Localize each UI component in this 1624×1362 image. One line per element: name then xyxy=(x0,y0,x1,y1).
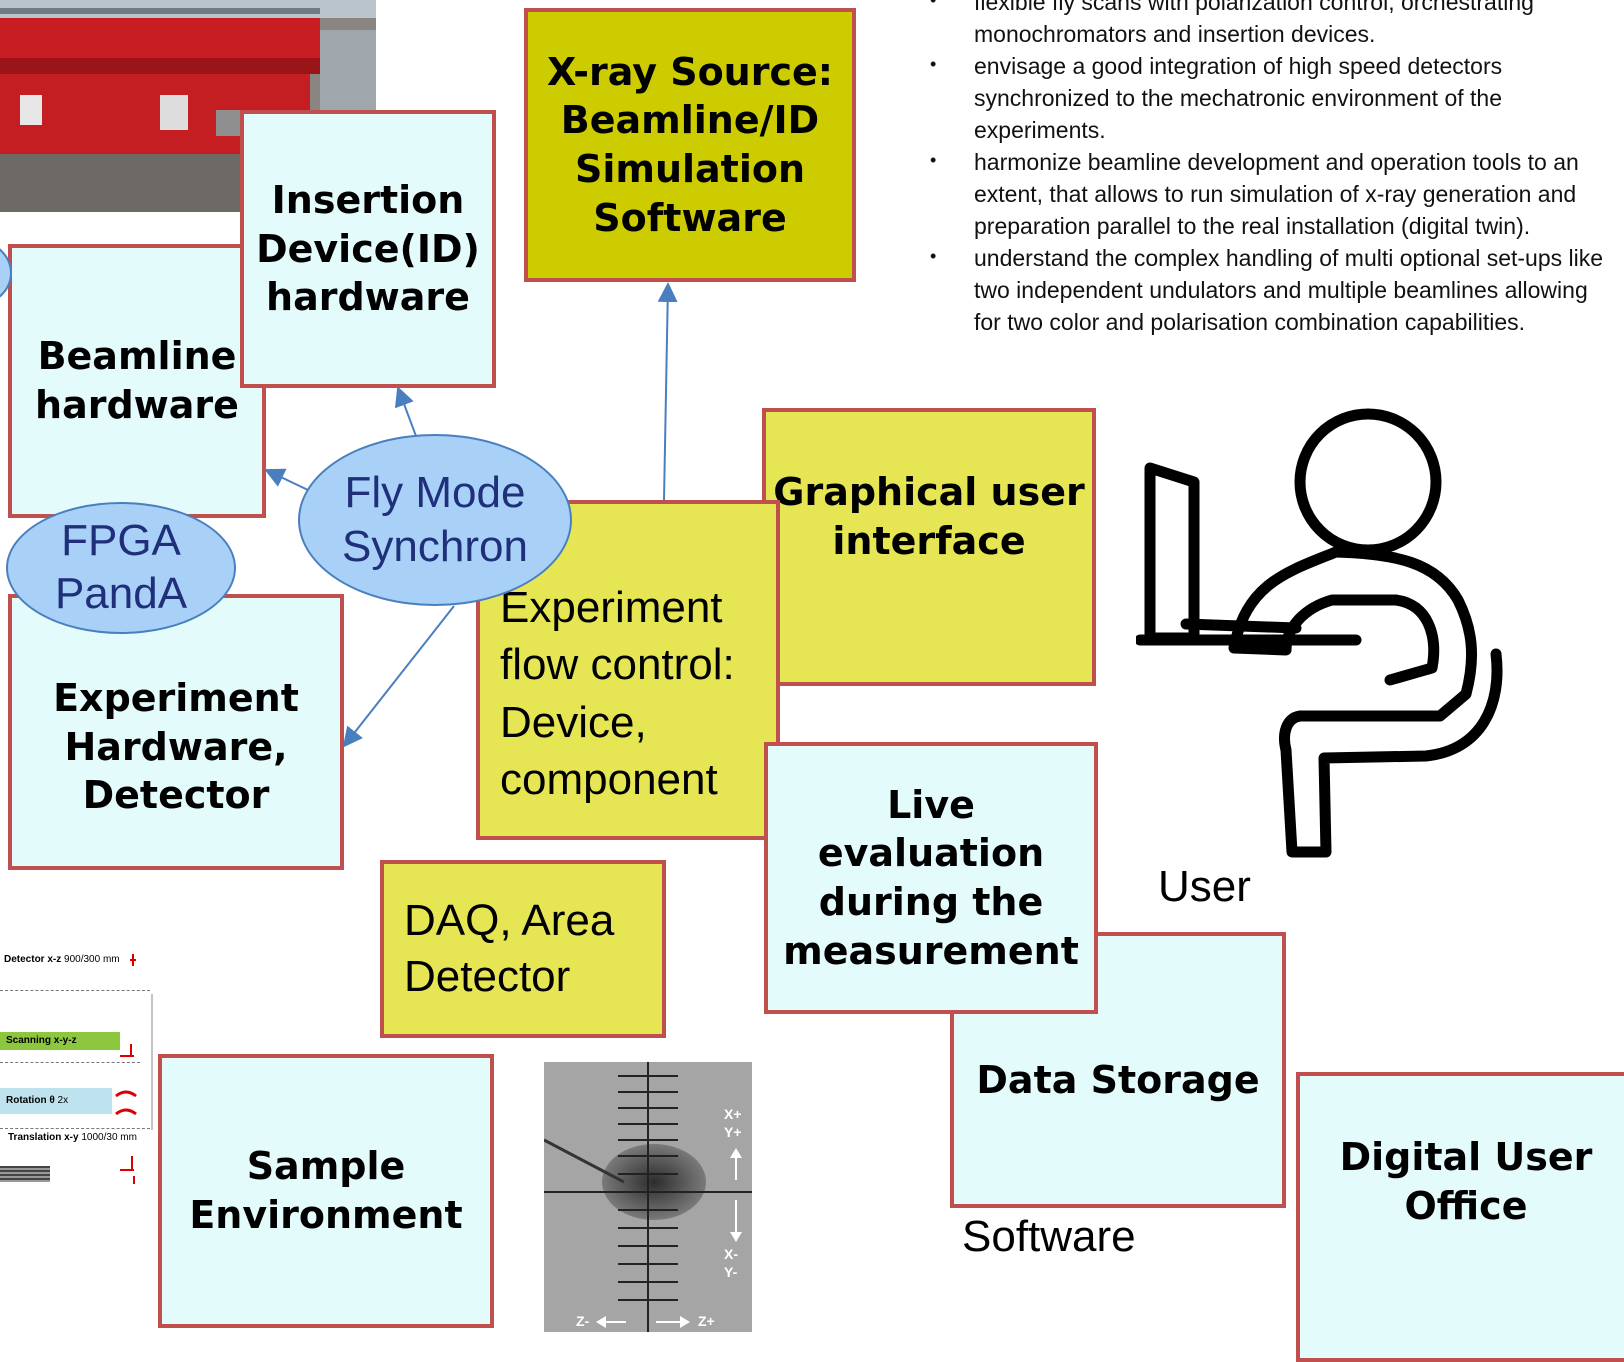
box-text-line: Detector xyxy=(82,773,270,818)
goals-bullet-list: flexible fly scans with polarization con… xyxy=(926,0,1616,338)
axis-y-plus-label: Y+ xyxy=(724,1124,742,1140)
stage-scanning-label: Scanning x-y-z xyxy=(0,1032,120,1050)
box-text-line: PandA xyxy=(54,569,188,618)
box-text-line: FPGA xyxy=(61,516,181,566)
user-label: User xyxy=(1158,862,1251,911)
box-text-line: Synchron xyxy=(342,522,528,571)
box-text-line: Detector xyxy=(404,952,571,1001)
stage-translation-range: 1000/30 mm xyxy=(81,1132,137,1143)
box-text-line: Digital User xyxy=(1339,1135,1593,1180)
box-text-line: Device, xyxy=(500,697,647,747)
box-text-line: hardware xyxy=(35,383,239,427)
box-text-line: Data Storage xyxy=(976,1058,1260,1102)
box-text-line: Environment xyxy=(189,1193,463,1237)
bullet-item: harmonize beamline development and opera… xyxy=(926,144,1616,242)
stage-detector-range: 900/300 mm xyxy=(64,954,120,965)
box-text-line: Sample xyxy=(246,1144,406,1189)
box-text-line: hardware xyxy=(266,275,470,320)
box-text-line: Experiment xyxy=(53,676,299,721)
sample-micrograph: X+ Y+ X- Y- Z- Z+ xyxy=(544,1062,752,1332)
axis-x-plus-label: X+ xyxy=(724,1106,742,1122)
stage-translation-label: Translation x-y xyxy=(8,1132,79,1143)
bullet-item: understand the complex handling of multi… xyxy=(926,240,1616,338)
box-text-line: component xyxy=(500,754,718,804)
software-label: Software xyxy=(962,1212,1136,1261)
bullet-item: flexible fly scans with polarization con… xyxy=(926,0,1616,50)
bullet-item: envisage a good integration of high spee… xyxy=(926,48,1616,146)
box-text-line: X-ray Source: xyxy=(547,49,833,94)
stage-rotation-label: Rotation θ xyxy=(6,1095,55,1106)
axis-z-plus-label: Z+ xyxy=(698,1313,715,1329)
user-at-computer-icon xyxy=(1136,408,1503,858)
box-text-line: Simulation xyxy=(574,147,806,191)
stage-detector-label: Detector x-z xyxy=(4,954,62,965)
box-text-line: during the xyxy=(818,880,1044,924)
box-text-line: flow control: xyxy=(500,640,735,690)
box-text-line: evaluation xyxy=(817,831,1045,876)
axis-y-minus-label: Y- xyxy=(724,1264,738,1280)
box-text-line: Insertion xyxy=(271,178,465,223)
box-text-line: measurement xyxy=(783,928,1079,973)
box-text-line: interface xyxy=(832,519,1026,563)
box-text-line: Software xyxy=(593,195,787,240)
box-text-line: Beamline xyxy=(37,334,237,379)
box-text-line: Fly Mode xyxy=(344,468,526,518)
axis-z-minus-label: Z- xyxy=(576,1313,590,1329)
box-text-line: Device(ID) xyxy=(256,226,480,271)
experiment-flow-control-box: Experiment flow control: Device, component xyxy=(476,500,780,840)
box-text-line: Live xyxy=(887,782,975,827)
stage-schematic: Detector x-z 900/300 mm Scanning x-y-z R… xyxy=(0,944,160,1194)
axis-x-minus-label: X- xyxy=(724,1246,738,1262)
box-text-line: Office xyxy=(1404,1184,1528,1228)
box-text-line: Beamline/ID xyxy=(560,98,820,143)
box-text-line: Graphical user xyxy=(773,470,1085,515)
box-text-line: DAQ, Area xyxy=(404,895,615,945)
box-text-line: Hardware, xyxy=(64,724,288,769)
box-text-line: Experiment xyxy=(500,583,723,633)
stage-rotation-count: 2x xyxy=(57,1095,69,1106)
